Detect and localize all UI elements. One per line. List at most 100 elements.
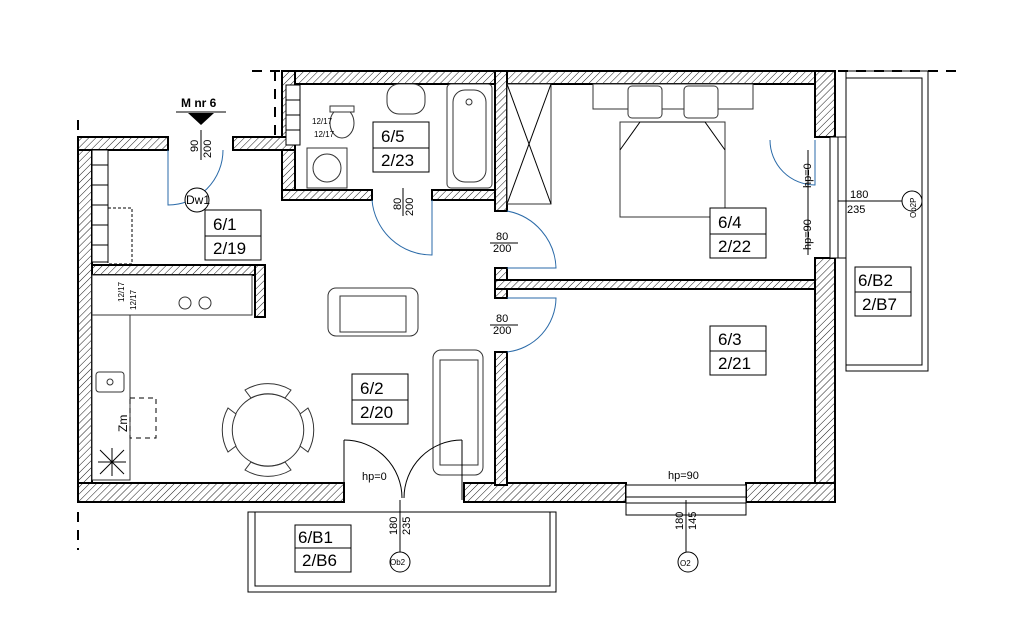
- bedroom4-door[interactable]: [506, 210, 557, 269]
- washing-machine-drum: [312, 153, 342, 183]
- bathtub-drain: [465, 98, 473, 106]
- opening-tag-circle: [901, 190, 923, 212]
- wall-entrance-left: [77, 136, 169, 151]
- bedroom3-door[interactable]: [506, 297, 557, 353]
- kitchen-sink-drain: [106, 378, 114, 386]
- room-id: 6/5: [381, 127, 405, 146]
- entrance-door-height: 200: [202, 140, 214, 158]
- room-id: 6/B1: [298, 528, 333, 547]
- bed: [619, 121, 726, 218]
- riser-label: 12/17: [312, 117, 333, 126]
- marker-label: M nr 6: [181, 96, 217, 110]
- room-area-box: [709, 350, 767, 376]
- balcony1-tag: Ob2: [390, 558, 406, 567]
- room-label-6-5: 6/5 2/23: [372, 121, 430, 173]
- balcony1-door-left[interactable]: [343, 439, 403, 499]
- wall-left: [77, 136, 93, 503]
- wall-bath-right: [494, 70, 508, 212]
- wall-bottom-left: [77, 482, 345, 503]
- room-label-6-2: 6/2 2/20: [351, 373, 409, 425]
- balcony2-tag: Ob2P: [909, 198, 918, 218]
- balcony2-door[interactable]: [769, 139, 816, 186]
- room-area: 2/19: [213, 239, 246, 258]
- bedroom3-door-height: 200: [493, 325, 511, 337]
- pillow: [627, 85, 663, 119]
- room-id: 6/B2: [858, 271, 893, 290]
- window3-width: 180: [674, 512, 686, 530]
- room-area: 2/B7: [862, 295, 897, 314]
- room-area-box: [294, 547, 352, 573]
- balcony2-width: 180: [850, 189, 868, 201]
- kitchen-counter: [91, 274, 253, 316]
- dw-circle: [184, 187, 210, 213]
- opening-tag-circle: [389, 551, 411, 573]
- armchair-seat: [339, 295, 407, 333]
- room-id-box: [204, 209, 262, 237]
- wall-bath-bottom-left: [281, 189, 373, 201]
- room-label-6-3: 6/3 2/21: [709, 325, 767, 376]
- room-area-box: [372, 147, 430, 173]
- room-id: 6/4: [718, 213, 742, 232]
- room-label-6-4: 6/4 2/22: [709, 207, 767, 259]
- room-area-box: [351, 399, 409, 425]
- window3-hp: hp=90: [668, 470, 699, 482]
- duct-outline: [107, 207, 133, 265]
- marker-arrow: [188, 113, 214, 125]
- wall-top: [281, 70, 816, 85]
- room-area: 2/21: [718, 354, 751, 373]
- wall-bottom-mid: [463, 482, 627, 503]
- room-area: 2/20: [360, 403, 393, 422]
- wall-bedroom3-left: [494, 351, 508, 486]
- wall-kitchen-counter: [91, 264, 265, 276]
- chair: [221, 407, 237, 453]
- wall-right-top: [814, 70, 836, 138]
- balcony2-height: 235: [847, 204, 865, 216]
- chair: [299, 407, 315, 453]
- headboard: [592, 83, 754, 110]
- room-id: 6/1: [213, 215, 237, 234]
- sink: [386, 83, 426, 115]
- room-label-6-b1: 6/B1 2/B6: [294, 524, 352, 573]
- bath-door-width: 80: [392, 198, 404, 210]
- bedroom4-door-width: 80: [496, 231, 508, 243]
- balcony1-hp: hp=0: [362, 471, 387, 483]
- bedroom4-door-height: 200: [493, 243, 511, 255]
- zm-label: Zm: [116, 415, 130, 432]
- wall-bedroom-divider: [494, 279, 816, 290]
- balcony-b2-inner: [845, 77, 923, 366]
- balcony-b2: [845, 70, 929, 372]
- room-id: 6/2: [360, 379, 384, 398]
- duvet-fold: [619, 121, 726, 151]
- dw-label: Dw1: [186, 193, 210, 207]
- riser-label: 12/17: [314, 130, 335, 139]
- kitchen-counter-vertical: [91, 314, 131, 481]
- room-label-6-b2: 6/B2 2/B7: [854, 266, 912, 317]
- balcony1-door-right[interactable]: [403, 439, 463, 499]
- wall-right-bottom: [814, 257, 836, 501]
- window3-height: 145: [687, 512, 699, 530]
- riser-shaft-kitchen: [91, 149, 109, 263]
- room-id-box: [709, 207, 767, 235]
- wardrobe-diagonal: [506, 83, 552, 205]
- pillow: [683, 85, 719, 119]
- room-area-box: [204, 235, 262, 261]
- apartment-marker: M nr 6: [176, 96, 226, 125]
- bedroom3-door-width: 80: [496, 313, 508, 325]
- stove-burner: [198, 296, 212, 310]
- riser-label-kitchen: 12/17: [129, 289, 138, 310]
- chair: [244, 383, 292, 399]
- room-area: 2/B6: [302, 551, 337, 570]
- room-label-6-1: 6/1 2/19: [204, 209, 262, 261]
- window3-tag: O2: [680, 559, 691, 568]
- entrance-door-width: 90: [189, 140, 201, 152]
- bath-door-height: 200: [404, 198, 416, 216]
- wall-bath-bottom-right: [431, 189, 503, 201]
- wall-kitchen-end: [254, 264, 266, 318]
- fridge-outline: [129, 397, 157, 439]
- dining-table: [231, 393, 305, 467]
- balcony1-height: 235: [401, 517, 413, 535]
- room-area-box: [709, 233, 767, 259]
- wall-bottom-right: [745, 482, 836, 503]
- bath-door[interactable]: [371, 199, 433, 256]
